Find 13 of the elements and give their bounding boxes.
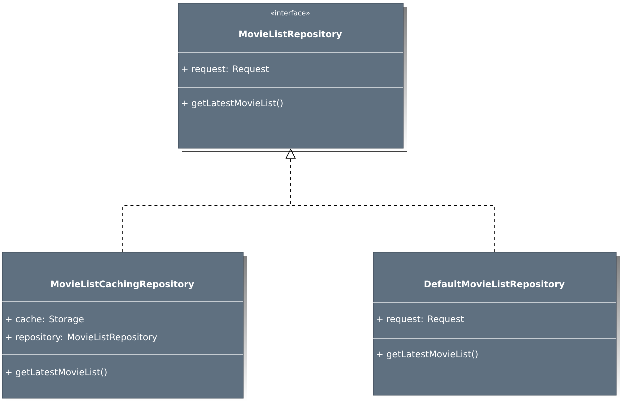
class-box <box>2 252 247 402</box>
method-text: + getLatestMovieList() <box>182 100 283 108</box>
attribute-text: + request: Request <box>377 316 464 324</box>
method-text: + getLatestMovieList() <box>377 350 478 360</box>
attribute-text: + repository: MovieListRepository <box>6 334 158 342</box>
class-box <box>372 252 620 399</box>
class-name: MovieListCachingRepository <box>51 280 194 290</box>
class-name: DefaultMovieListRepository <box>424 280 565 290</box>
class-name: MovieListRepository <box>240 30 342 40</box>
class-box <box>178 3 407 152</box>
attribute-text: + request: Request <box>182 66 269 74</box>
attribute-text: + cache: Storage <box>6 316 84 324</box>
method-text: + getLatestMovieList() <box>6 368 107 378</box>
